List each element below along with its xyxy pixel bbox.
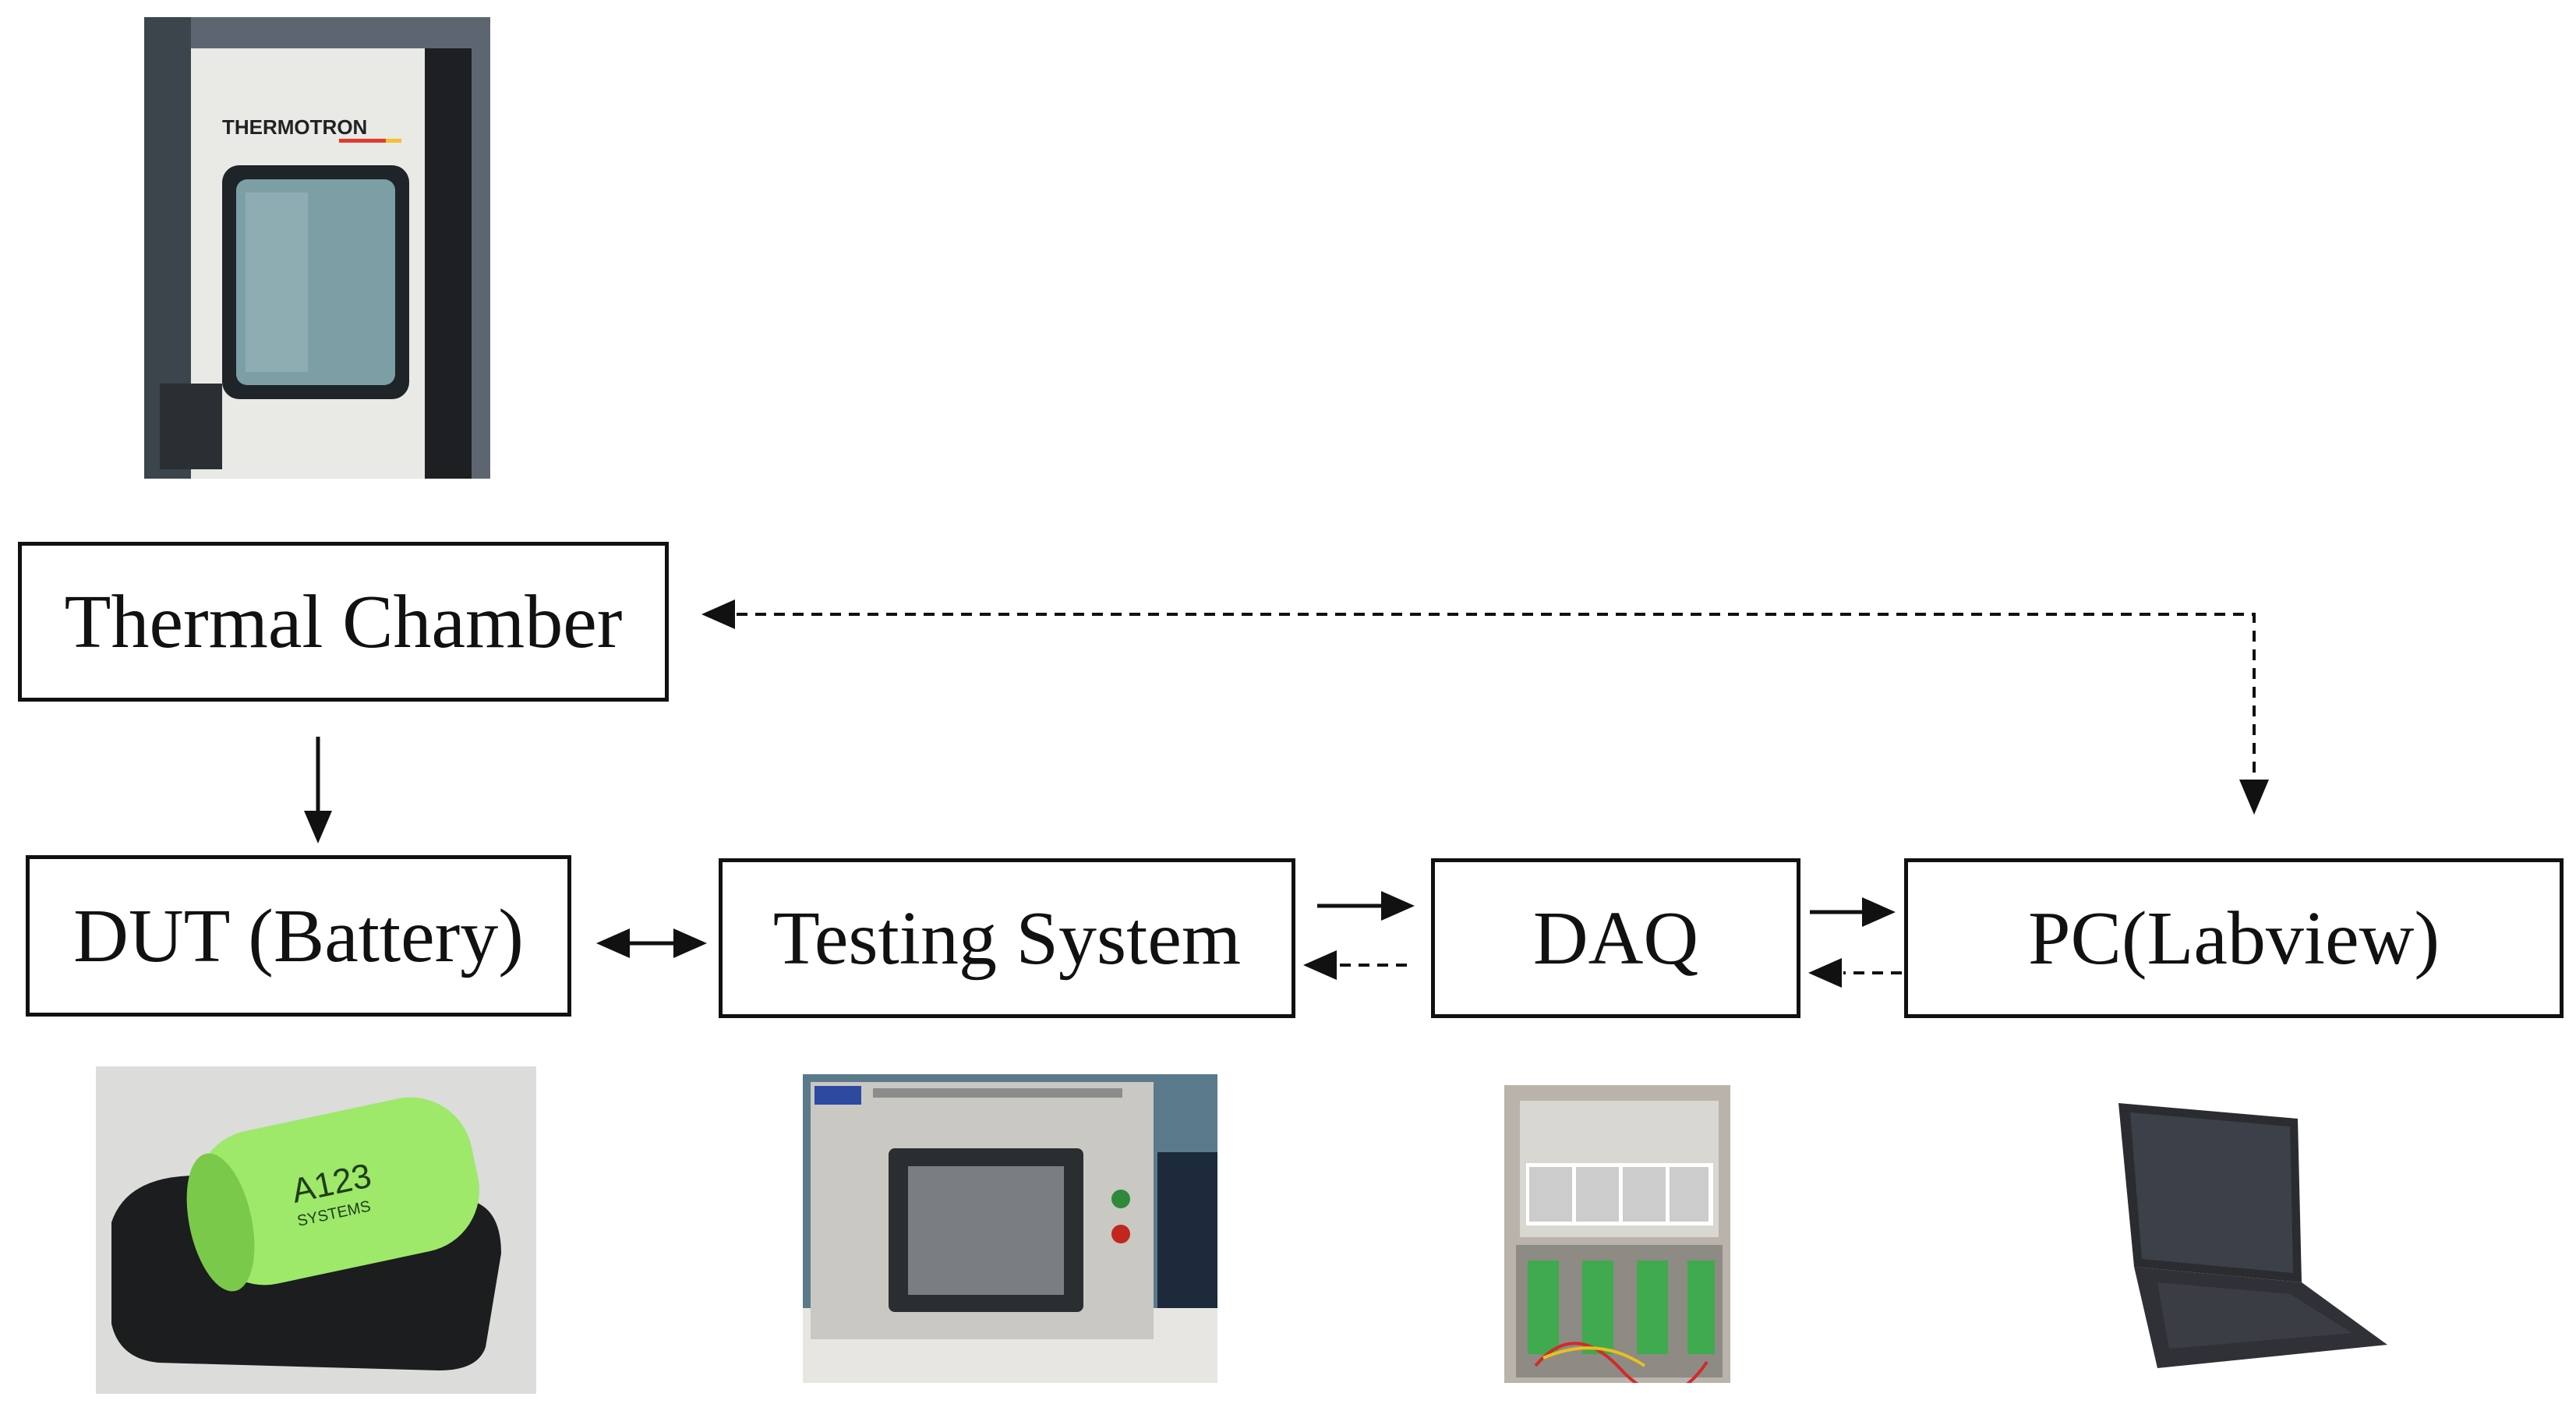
testing-system-photo (803, 1074, 1217, 1383)
daq-node: DAQ (1431, 858, 1800, 1018)
arrow-testing-to-daq (1317, 891, 1415, 921)
thermal-chamber-label: Thermal Chamber (64, 579, 623, 664)
thermal-chamber-photo: THERMOTRON (144, 17, 490, 479)
daq-label: DAQ (1532, 896, 1699, 981)
battery-photo: A123 SYSTEMS (96, 1066, 536, 1394)
dut-label: DUT (Battery) (73, 893, 524, 978)
chamber-brand-text: THERMOTRON (222, 115, 367, 139)
pc-photo (2103, 1095, 2399, 1376)
arrow-pc-to-daq-dashed (1808, 958, 1902, 988)
arrow-dut-testing-bidirectional (596, 928, 707, 958)
thermal-chamber-node: Thermal Chamber (18, 542, 669, 702)
testing-system-node: Testing System (719, 858, 1295, 1018)
testing-system-label: Testing System (772, 896, 1242, 981)
daq-photo (1504, 1085, 1730, 1383)
pc-node: PC(Labview) (1904, 858, 2564, 1018)
arrow-daq-to-pc (1810, 897, 1896, 927)
pc-label: PC(Labview) (2028, 896, 2440, 981)
dut-node: DUT (Battery) (26, 855, 571, 1017)
arrow-daq-to-testing-dashed (1303, 950, 1407, 980)
arrow-chamber-to-dut (304, 737, 332, 843)
arrow-pc-chamber-dashed (701, 599, 2269, 815)
